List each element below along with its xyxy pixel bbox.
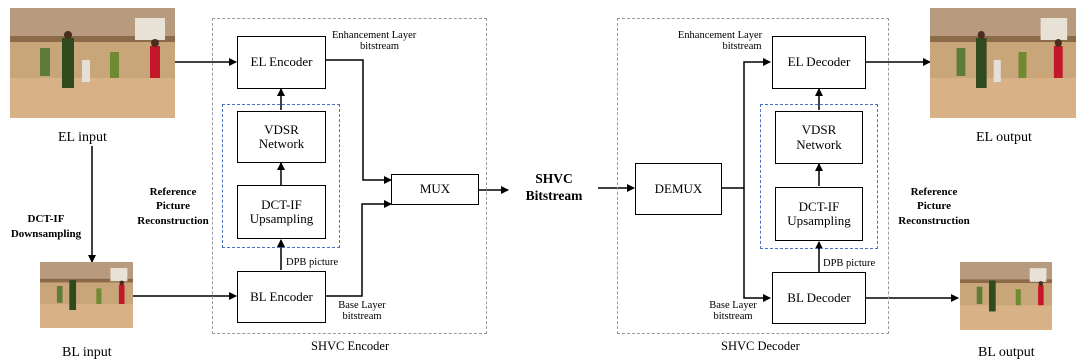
encoder-enh-line2: bitstream: [360, 41, 400, 53]
el-output-label: EL output: [976, 130, 1032, 145]
bl-input-label: BL input: [62, 345, 112, 360]
decoder-base-line2: bitstream: [713, 311, 753, 323]
encoder-vdsr-line2: Network: [258, 136, 305, 151]
el-input-image: [10, 8, 175, 118]
reference-reconstruction-left: Reference Picture Reconstruction: [131, 185, 215, 228]
bl-output-label: BL output: [978, 345, 1035, 360]
arrow-bl-encoder-to-mux: [325, 200, 392, 297]
demux-label: DEMUX: [654, 180, 703, 196]
decoder-base-bitstream-label: Base Layer bitstream: [700, 300, 766, 322]
downsampling-line1: DCT-IF: [27, 213, 65, 225]
mux-box: MUX: [391, 174, 479, 205]
encoder-enh-bitstream-label: Enhancement Layer bitstream: [332, 30, 416, 52]
encoder-dct-box: DCT-IF Upsampling: [237, 185, 326, 239]
arrow-demux-to-bl-decoder: [743, 188, 771, 302]
encoder-base-bitstream-label: Base Layer bitstream: [329, 300, 395, 322]
ref-left-line1: Reference: [149, 186, 197, 198]
encoder-vdsr-line1: VDSR: [264, 121, 299, 137]
decoder-vdsr-line2: Network: [796, 136, 842, 152]
shvc-line1: SHVC: [535, 171, 573, 186]
encoder-reference-region: [222, 104, 340, 248]
shvc-bitstream-label: SHVC Bitstream: [514, 171, 594, 205]
decoder-vdsr-box: VDSR Network: [775, 111, 863, 164]
encoder-enh-line1: Enhancement Layer: [332, 30, 417, 41]
encoder-base-line2: bitstream: [342, 311, 382, 323]
encoder-base-line1: Base Layer: [338, 300, 386, 311]
decoder-vdsr-line1: VDSR: [801, 122, 837, 138]
decoder-dpb-label: DPB picture: [823, 258, 876, 269]
bl-decoder-box: BL Decoder: [772, 272, 866, 324]
bl-input-image: [40, 262, 133, 328]
encoder-dpb-label: DPB picture: [286, 257, 339, 268]
decoder-enh-bitstream-label: Enhancement Layer bitstream: [670, 30, 770, 52]
ref-left-line3: Reconstruction: [137, 214, 209, 227]
bl-output-image: [960, 262, 1052, 330]
encoder-region: [212, 18, 487, 334]
shvc-line2: Bitstream: [525, 187, 583, 203]
decoder-region: [617, 18, 889, 334]
el-output-image: [930, 8, 1076, 118]
ref-right-line2: Picture: [916, 200, 951, 213]
arrow-demux-to-el-decoder: [722, 58, 771, 189]
decoder-caption: SHVC Decoder: [721, 339, 800, 353]
el-encoder-box: EL Encoder: [237, 36, 326, 89]
reference-reconstruction-right: Reference Picture Reconstruction: [892, 185, 976, 228]
encoder-dct-line2: Upsampling: [249, 211, 314, 226]
downsampling-label: DCT-IF Downsampling: [10, 212, 82, 242]
mux-label: MUX: [419, 181, 451, 197]
arrow-el-encoder-to-mux: [325, 59, 392, 184]
decoder-dct-line2: Upsampling: [787, 213, 851, 228]
bl-decoder-label: BL Decoder: [787, 289, 851, 305]
decoder-dct-box: DCT-IF Upsampling: [775, 187, 863, 241]
decoder-base-line1: Base Layer: [709, 300, 757, 311]
decoder-enh-line1: Enhancement Layer: [677, 30, 763, 41]
bl-encoder-box: BL Encoder: [237, 271, 326, 323]
el-decoder-label: EL Decoder: [787, 54, 851, 70]
decoder-reference-region: [760, 104, 878, 249]
el-decoder-box: EL Decoder: [772, 36, 866, 89]
ref-right-line3: Reconstruction: [898, 214, 970, 227]
encoder-dct-line1: DCT-IF: [261, 196, 302, 212]
encoder-vdsr-box: VDSR Network: [237, 111, 326, 163]
el-input-label: EL input: [58, 130, 107, 145]
decoder-enh-line2: bitstream: [722, 41, 762, 53]
decoder-dct-line1: DCT-IF: [798, 198, 840, 214]
el-encoder-label: EL Encoder: [250, 54, 313, 70]
ref-left-line2: Picture: [155, 200, 190, 213]
ref-right-line1: Reference: [910, 186, 958, 198]
downsampling-line2: Downsampling: [10, 227, 82, 240]
bl-encoder-label: BL Encoder: [250, 288, 313, 304]
demux-box: DEMUX: [635, 163, 722, 215]
encoder-caption: SHVC Encoder: [311, 339, 390, 353]
